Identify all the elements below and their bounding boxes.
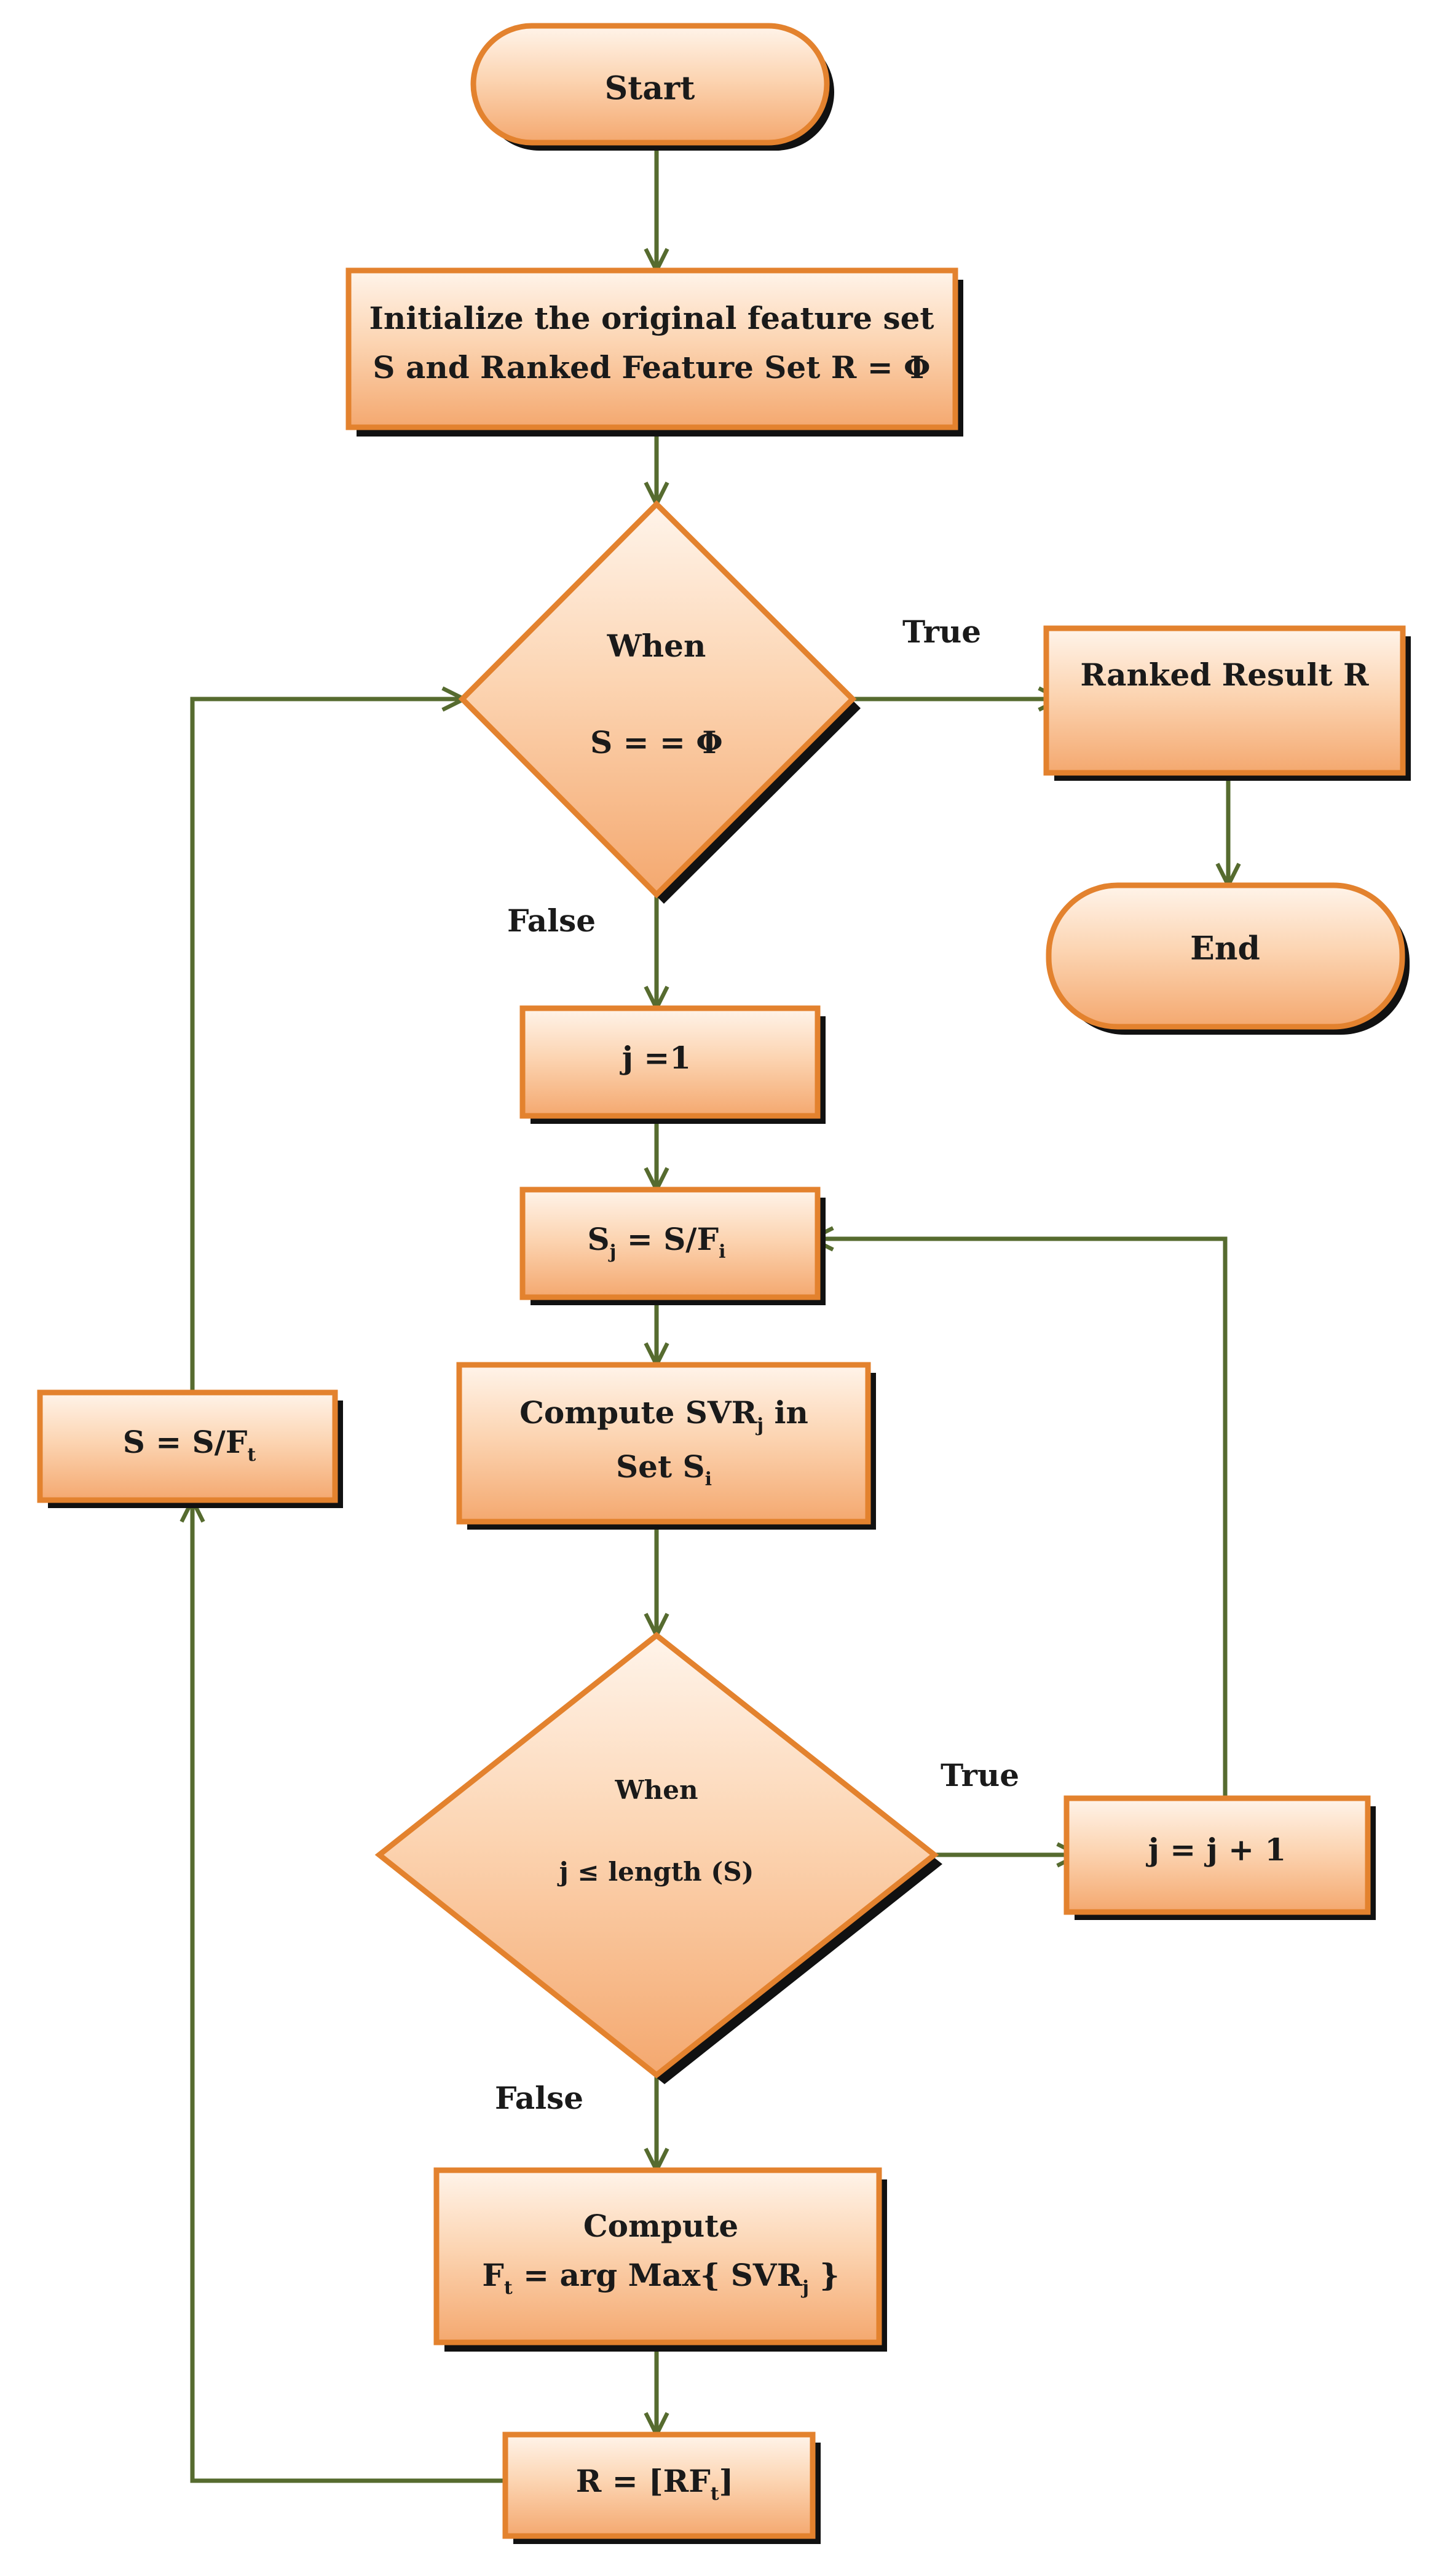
init-label-line2: S and Ranked Feature Set R = Φ (373, 349, 930, 385)
rank-append-process: R = [RFt] (502, 2432, 821, 2544)
end-label: End (1190, 930, 1260, 968)
cond1-label-line2: S = = Φ (590, 724, 723, 761)
edge-r-to-s-update (192, 1500, 505, 2483)
init-label-line1: Initialize the original feature set (369, 300, 934, 336)
j-init-label: j =1 (620, 1040, 691, 1076)
compute-svr-process: Compute SVRj in Set Si (456, 1362, 876, 1530)
start-label: Start (605, 70, 695, 108)
compute-ft-label-line1: Compute (583, 2208, 738, 2244)
cond1-true-label: True (902, 614, 981, 650)
subset-process: Sj = S/Fi (519, 1187, 826, 1305)
j-init-process: j =1 (519, 1005, 826, 1124)
ranked-result-label: Ranked Result R (1080, 657, 1369, 693)
cond1-label-line1: When (607, 628, 706, 664)
compute-svr-label-line1: Compute SVRj in (519, 1394, 808, 1436)
cond2-false-label: False (495, 2080, 583, 2116)
decision-j-length: When j ≤ length (S) (374, 1632, 942, 2084)
start-terminal: Start (470, 23, 834, 151)
rank-append-label: R = [RFt] (576, 2463, 734, 2505)
compute-ft-label-line2: Ft = arg Max{ SVRj } (482, 2257, 839, 2299)
j-increment-label: j = j + 1 (1146, 1831, 1286, 1868)
decision-s-empty: When S = = Φ (458, 500, 861, 904)
cond2-label-line2: j ≤ length (S) (557, 1857, 754, 1887)
cond1-false-label: False (507, 903, 596, 939)
remove-feature-process: S = S/Ft (37, 1389, 343, 1508)
ranked-result-process: Ranked Result R (1043, 625, 1411, 781)
compute-ft-process: Compute Ft = arg Max{ SVRj } (433, 2167, 887, 2352)
edge-jinc-to-sj-loop (811, 1239, 1228, 1798)
edge-s-update-to-cond1 (190, 699, 464, 1393)
cond2-true-label: True (941, 1757, 1019, 1793)
compute-svr-label-line2: Set Si (616, 1448, 712, 1490)
j-increment-process: j = j + 1 (1063, 1795, 1376, 1920)
connectors (190, 144, 1228, 2483)
cond2-label-line1: When (615, 1775, 698, 1805)
subset-label: Sj = S/Fi (588, 1221, 726, 1263)
end-terminal: End (1046, 882, 1410, 1035)
remove-feature-label: S = S/Ft (123, 1424, 256, 1466)
init-process: Initialize the original feature set S an… (345, 267, 963, 437)
